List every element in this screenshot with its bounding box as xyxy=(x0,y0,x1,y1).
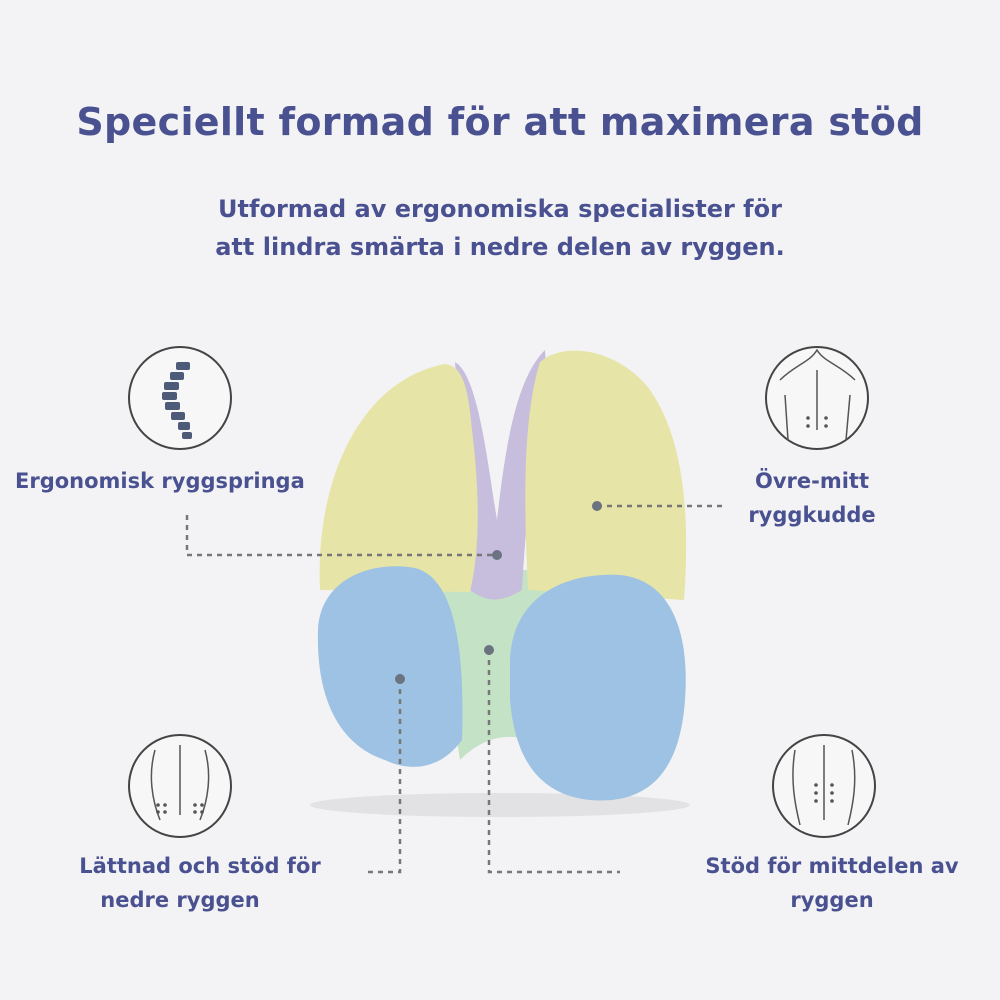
pillow-left-yellow xyxy=(319,364,478,592)
label-upper-mid-1: Övre-mitt xyxy=(754,469,869,493)
subtitle-line-2: att lindra smärta i nedre delen av rygge… xyxy=(215,233,785,261)
pillow-left-blue xyxy=(317,566,463,767)
label-spine-groove: Ergonomisk ryggspringa xyxy=(15,469,305,493)
label-mid-back-1: Stöd för mittdelen av xyxy=(705,854,959,878)
leader-line-lower-back xyxy=(365,679,402,874)
pillow-right-yellow xyxy=(525,350,687,600)
marker-dot xyxy=(484,645,494,655)
lower-back-icon xyxy=(128,734,232,838)
leader-line-spine-groove xyxy=(185,515,497,557)
upper-back-icon xyxy=(765,346,869,450)
leader-line-mid-back xyxy=(487,650,620,874)
spine-icon xyxy=(128,346,232,450)
pillow-shadow xyxy=(310,793,690,817)
pillow-purple-groove xyxy=(455,350,548,600)
label-lower-back-2: nedre ryggen xyxy=(100,888,260,912)
label-upper-mid-2: ryggkudde xyxy=(748,503,876,527)
label-mid-back-2: ryggen xyxy=(790,888,874,912)
mid-back-icon xyxy=(772,734,876,838)
marker-dot xyxy=(492,550,502,560)
pillow-right-blue xyxy=(510,574,686,801)
marker-dot xyxy=(395,674,405,684)
page-title: Speciellt formad för att maximera stöd xyxy=(76,100,924,144)
subtitle-line-1: Utformad av ergonomiska specialister för xyxy=(218,195,782,223)
marker-dot xyxy=(592,501,602,511)
label-lower-back-1: Lättnad och stöd för xyxy=(79,854,321,878)
